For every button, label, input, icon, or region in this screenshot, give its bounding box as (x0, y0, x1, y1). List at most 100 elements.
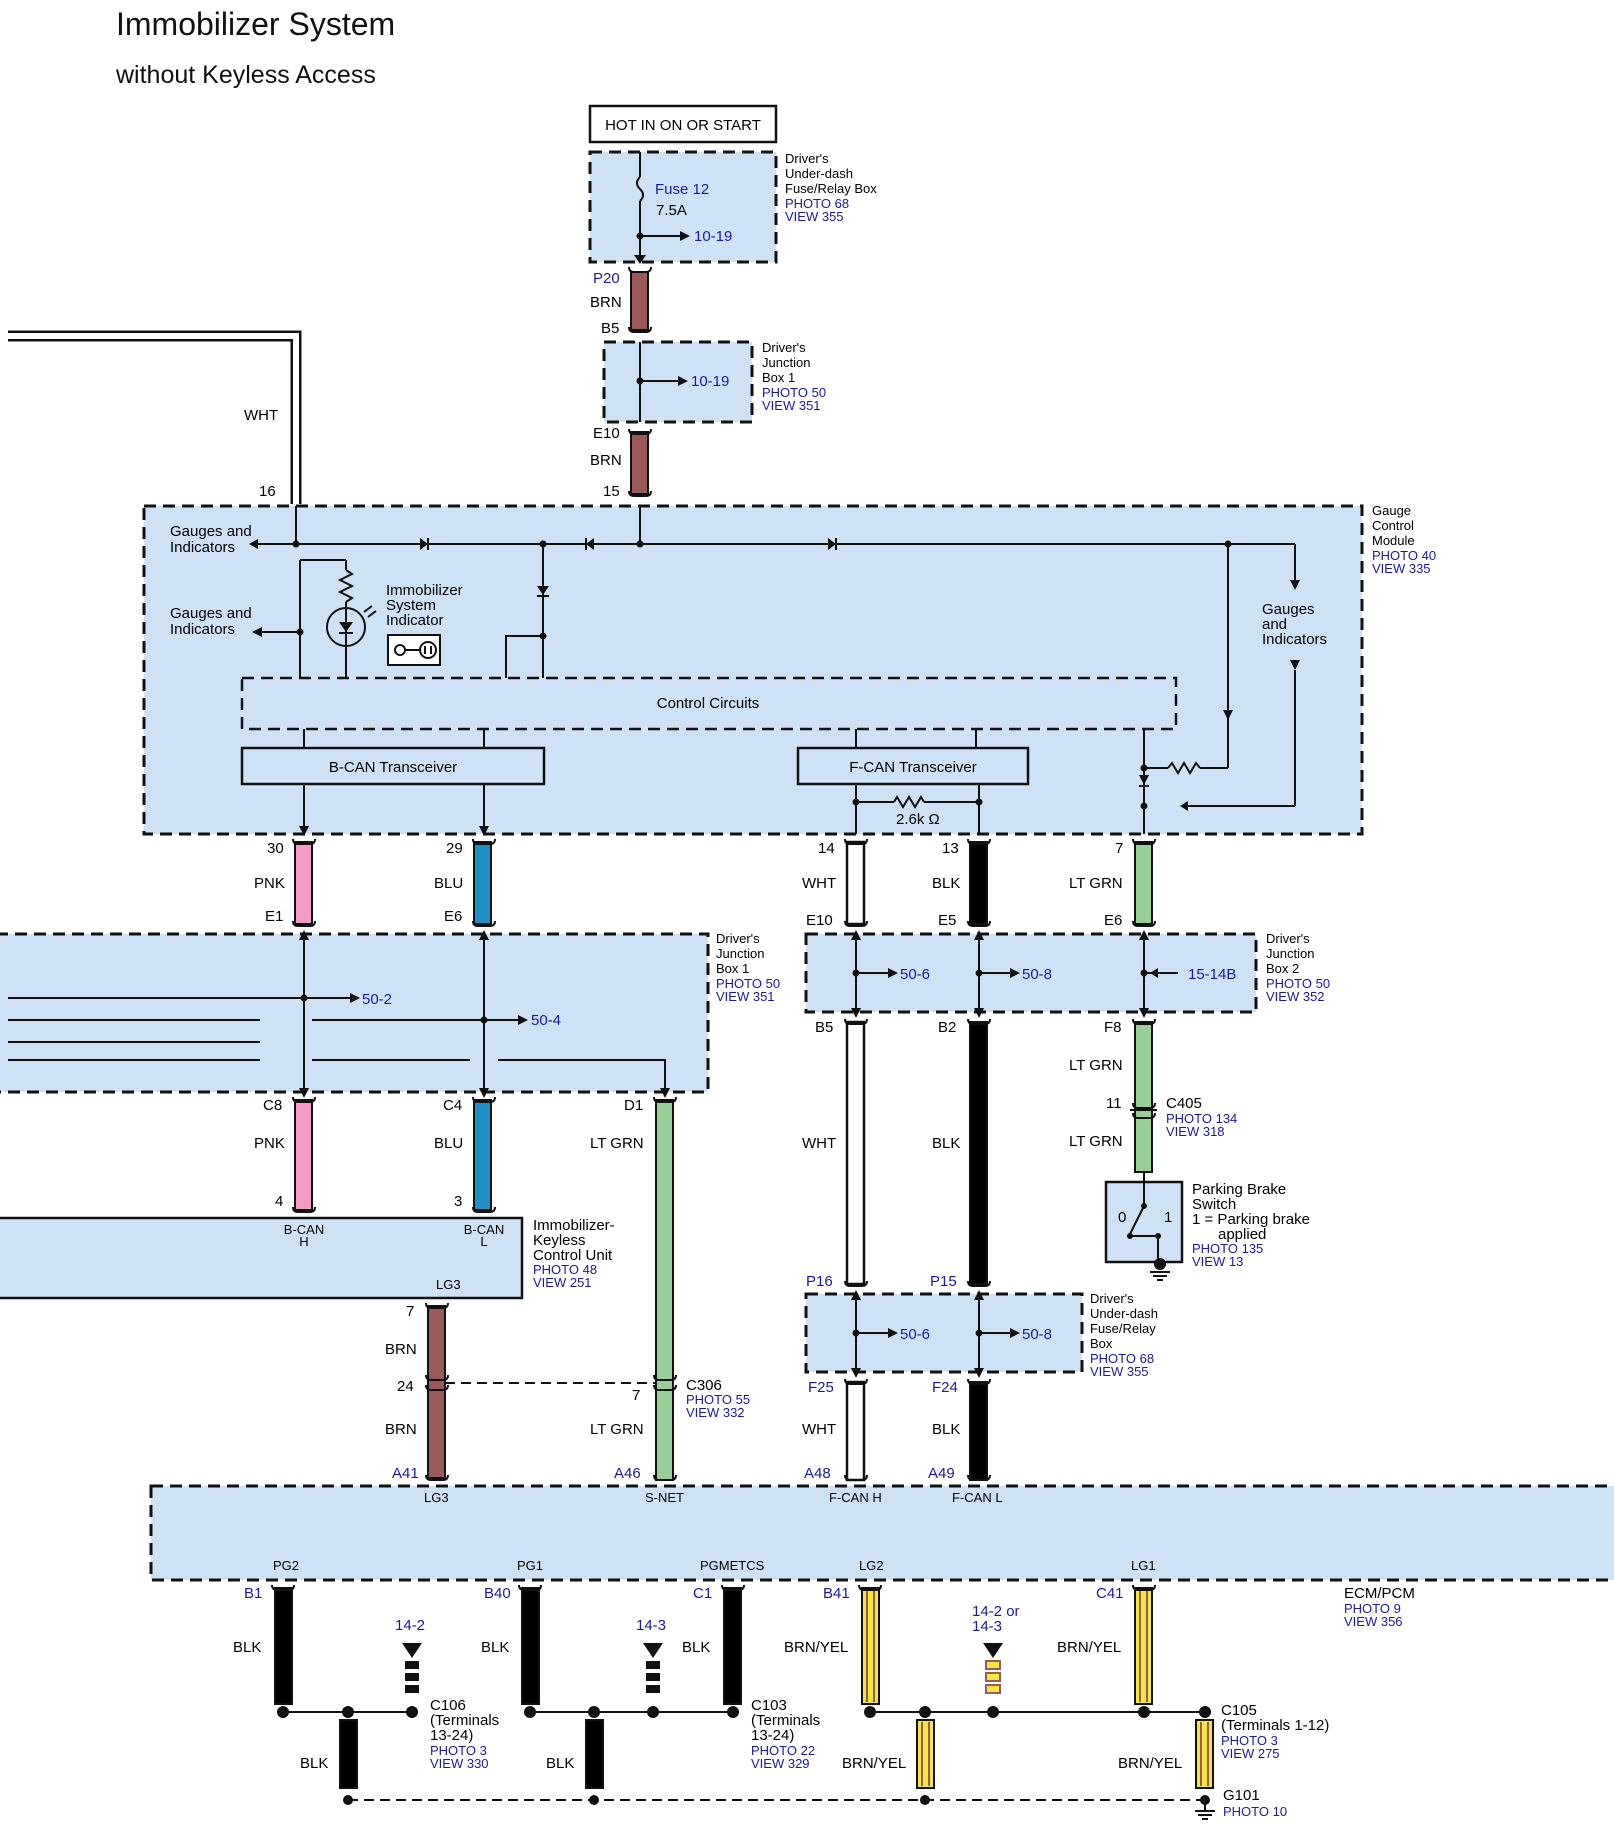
ecm-lg3: LG3 (424, 1490, 449, 1505)
wire-brnyel-d (1195, 1719, 1214, 1789)
svg-text:Junction: Junction (762, 355, 810, 370)
svg-text:applied: applied (1218, 1226, 1266, 1243)
c306-view: VIEW 332 (686, 1405, 745, 1420)
ref-50-8b[interactable]: 50-8 (1022, 1326, 1052, 1343)
wire-blk-f (723, 1587, 742, 1705)
wire-blk-d (274, 1587, 293, 1705)
wire-blk-a (969, 841, 988, 925)
ref-15-14b[interactable]: 15-14B (1188, 966, 1236, 983)
pin-f24: F24 (932, 1379, 958, 1396)
g101-ground-icon (1195, 1800, 1215, 1820)
underdash-bottom-label: Driver's Under-dash Fuse/Relay Box PHOTO… (1090, 1291, 1158, 1379)
svg-text:Box 1: Box 1 (716, 961, 749, 976)
connector-clip-icon (653, 1374, 677, 1381)
fuse-rating: 7.5A (656, 202, 687, 219)
wire-label-brnyel-b: BRN/YEL (1057, 1639, 1121, 1656)
pin-24: 24 (397, 1378, 414, 1395)
svg-text:Gauges and: Gauges and (170, 605, 252, 622)
wire-label-wht-top: WHT (244, 407, 278, 424)
svg-text:Box 2: Box 2 (1266, 961, 1299, 976)
svg-text:PHOTO 22: PHOTO 22 (751, 1743, 815, 1758)
connector-clip-icon (1132, 920, 1156, 927)
svg-text:VIEW 329: VIEW 329 (751, 1756, 810, 1771)
pin-p16: P16 (806, 1273, 833, 1290)
page-title: Immobilizer System (116, 6, 395, 42)
connector-clip-icon (425, 1302, 449, 1309)
underdash-fuse-box-bottom (804, 1292, 1084, 1374)
ref-50-2[interactable]: 50-2 (362, 991, 392, 1008)
svg-text:Box: Box (1090, 1336, 1113, 1351)
fcan-transceiver-label: F-CAN Transceiver (849, 759, 977, 776)
connector-clip-icon (292, 838, 316, 845)
wire-wht-b (845, 1020, 866, 1286)
wire-label-blk-b: BLK (932, 1135, 960, 1152)
svg-text:14-3[interactable]: 14-3 (972, 1618, 1002, 1635)
switch-pos-1: 1 (1164, 1209, 1172, 1226)
connector-clip-icon (844, 1280, 868, 1287)
bcan-l-label: B-CAN (464, 1222, 504, 1237)
svg-text:PHOTO 3: PHOTO 3 (1221, 1733, 1278, 1748)
svg-text:Immobilizer-: Immobilizer- (533, 1217, 615, 1234)
fcan-transceiver (796, 746, 1030, 786)
ref-50-6[interactable]: 50-6 (900, 966, 930, 983)
ref-10-19-a[interactable]: 10-19 (694, 228, 732, 245)
ref-10-19-b[interactable]: 10-19 (691, 373, 729, 390)
shield-ground-icon-2 (643, 1643, 663, 1693)
underdash-fuse-box-top (588, 150, 778, 264)
wire-label-blu-b: BLU (434, 1135, 463, 1152)
pin-f8: F8 (1104, 1019, 1122, 1036)
bcan-h-label: B-CAN (284, 1222, 324, 1237)
wire-ltgrn-c (1134, 1021, 1153, 1173)
wire-blk-e (521, 1587, 540, 1705)
ref-14-2[interactable]: 14-2 (395, 1617, 425, 1634)
svg-text:ECM/PCM: ECM/PCM (1344, 1585, 1415, 1602)
connector-clip-icon (1132, 1018, 1156, 1025)
wire-label-blu-a: BLU (434, 875, 463, 892)
pin-15: 15 (603, 483, 620, 500)
fuse-12-icon (634, 152, 646, 264)
wire-brn-b (630, 431, 649, 495)
svg-text:VIEW 351: VIEW 351 (762, 398, 821, 413)
jb1-label: Driver's Junction Box 1 PHOTO 50 VIEW 35… (716, 931, 780, 1004)
connector-clip-icon (292, 1096, 316, 1103)
pin-c8: C8 (263, 1097, 282, 1114)
svg-text:Parking Brake: Parking Brake (1192, 1181, 1286, 1198)
pin-e1: E1 (265, 908, 283, 925)
wire-blu-b (473, 1099, 492, 1211)
svg-text:C103: C103 (751, 1697, 787, 1714)
wire-label-pnk-b: PNK (254, 1135, 285, 1152)
pin-b5: B5 (815, 1019, 833, 1036)
svg-text:VIEW 275: VIEW 275 (1221, 1746, 1280, 1761)
svg-text:13-24): 13-24) (751, 1727, 794, 1744)
connector-c306: C306 (686, 1377, 722, 1394)
pin-p15: P15 (930, 1273, 957, 1290)
wire-label-ltgrn-a: LT GRN (1069, 875, 1123, 892)
pin-11: 11 (1106, 1095, 1122, 1112)
ref-50-8[interactable]: 50-8 (1022, 966, 1052, 983)
connector-clip-icon (628, 490, 652, 497)
ecm-fcanl: F-CAN L (952, 1490, 1003, 1505)
ref-14-2-or[interactable]: 14-2 or (972, 1603, 1020, 1620)
svg-text:VIEW 355: VIEW 355 (785, 209, 844, 224)
ref-50-4[interactable]: 50-4 (531, 1012, 561, 1029)
svg-text:Junction: Junction (1266, 946, 1314, 961)
ref-14-3[interactable]: 14-3 (636, 1617, 666, 1634)
ecm-pg1: PG1 (517, 1558, 543, 1573)
wire-label-blk-e: BLK (481, 1639, 509, 1656)
control-circuits-block (240, 676, 1178, 731)
fuse-name: Fuse 12 (655, 181, 709, 198)
underdash-top-label: Driver's Under-dash Fuse/Relay Box PHOTO… (785, 151, 877, 224)
pin-16: 16 (259, 483, 276, 500)
svg-text:Under-dash: Under-dash (785, 166, 853, 181)
ref-50-6b[interactable]: 50-6 (900, 1326, 930, 1343)
c106-label: C106 (Terminals 13-24) PHOTO 3 VIEW 330 (430, 1697, 499, 1771)
svg-text:Indicators: Indicators (170, 539, 235, 556)
wire-label-ltgrn-d: LT GRN (1069, 1133, 1123, 1150)
svg-text:Gauges and: Gauges and (170, 523, 252, 540)
connector-clip-icon (518, 1584, 542, 1591)
connector-clip-icon (425, 1384, 449, 1391)
svg-text:Switch: Switch (1192, 1196, 1236, 1213)
wire-label-brn-a: BRN (590, 294, 622, 311)
svg-text:Driver's: Driver's (716, 931, 760, 946)
